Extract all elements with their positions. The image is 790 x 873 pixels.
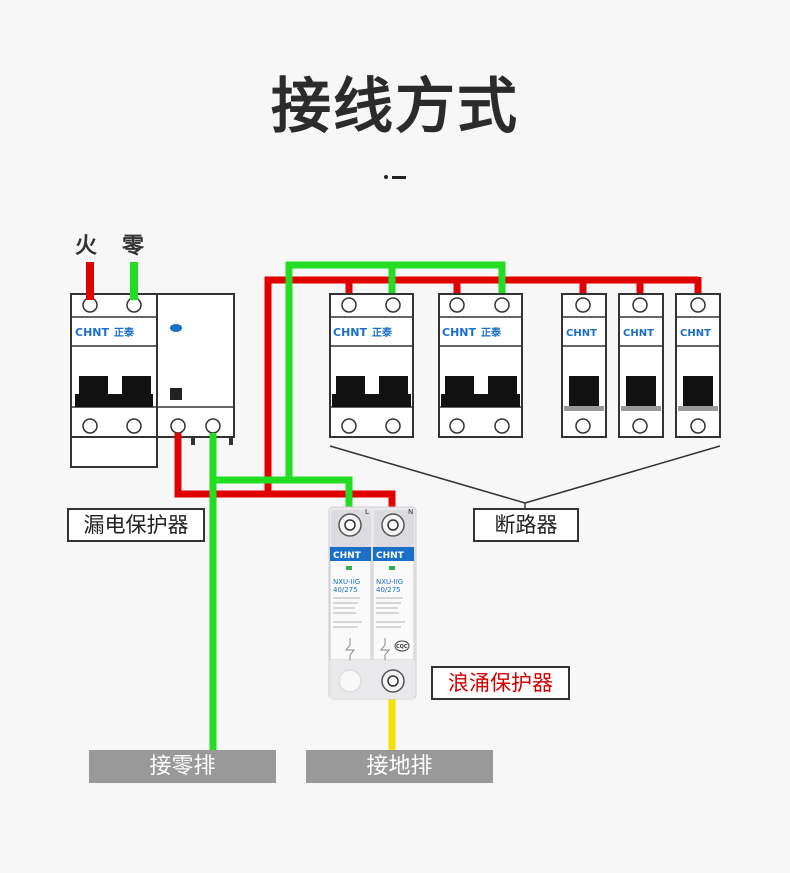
breaker-5-brand-logo: CHNT — [680, 328, 711, 339]
spd-right-model: NXU-IIG — [376, 578, 403, 586]
bus-wires — [174, 261, 702, 750]
spd-left-logo: CHNT — [333, 551, 362, 561]
neutral-bar-label: 接零排 — [89, 750, 276, 783]
page-title: 接线方式 — [271, 72, 519, 142]
spd-terminal-n: N — [408, 508, 413, 516]
incoming-wires — [86, 262, 138, 300]
breaker-3-brand-logo: CHNT — [566, 328, 597, 339]
rcd-device: CHNT 正泰 — [70, 293, 235, 468]
rcd-brand-cn: 正泰 — [114, 326, 135, 339]
rcd-label: 漏电保护器 — [67, 508, 205, 542]
neutral-wire-label: 零 — [122, 234, 145, 259]
live-wire-label: 火 — [75, 234, 98, 259]
title-mark-bar — [392, 176, 406, 179]
breaker-1-brand-logo: CHNT — [333, 326, 367, 339]
spd-left-model: NXU-IIG — [333, 578, 360, 586]
breaker-2-brand-logo: CHNT — [442, 326, 476, 339]
title-underline-mark — [384, 174, 408, 180]
breaker-1p-1: CHNT — [561, 293, 607, 438]
ground-bar-label: 接地排 — [306, 750, 493, 783]
breaker-4-brand-logo: CHNT — [623, 328, 654, 339]
title-mark-dot — [384, 175, 388, 179]
spd-left-rating: 40/275 — [333, 586, 358, 594]
spd-right-logo: CHNT — [376, 551, 405, 561]
surge-protector: L N CHNT CHNT NXU-IIG 40/275 NXU-IIG 40/… — [328, 506, 417, 700]
breaker-1-brand-cn: 正泰 — [372, 326, 393, 339]
breaker-1p-3: CHNT — [675, 293, 721, 438]
spd-label: 浪涌保护器 — [431, 666, 570, 700]
spd-right-rating: 40/275 — [376, 586, 401, 594]
breakers-label: 断路器 — [473, 508, 579, 542]
spd-cert-mark: CQC — [396, 644, 408, 650]
breaker-2p-2: CHNT 正泰 — [438, 293, 523, 438]
spd-terminal-l: L — [365, 508, 369, 516]
rcd-brand-logo: CHNT — [75, 326, 109, 339]
breaker-2-brand-cn: 正泰 — [481, 326, 502, 339]
breaker-2p-1: CHNT 正泰 — [329, 293, 414, 438]
breaker-1p-2: CHNT — [618, 293, 664, 438]
